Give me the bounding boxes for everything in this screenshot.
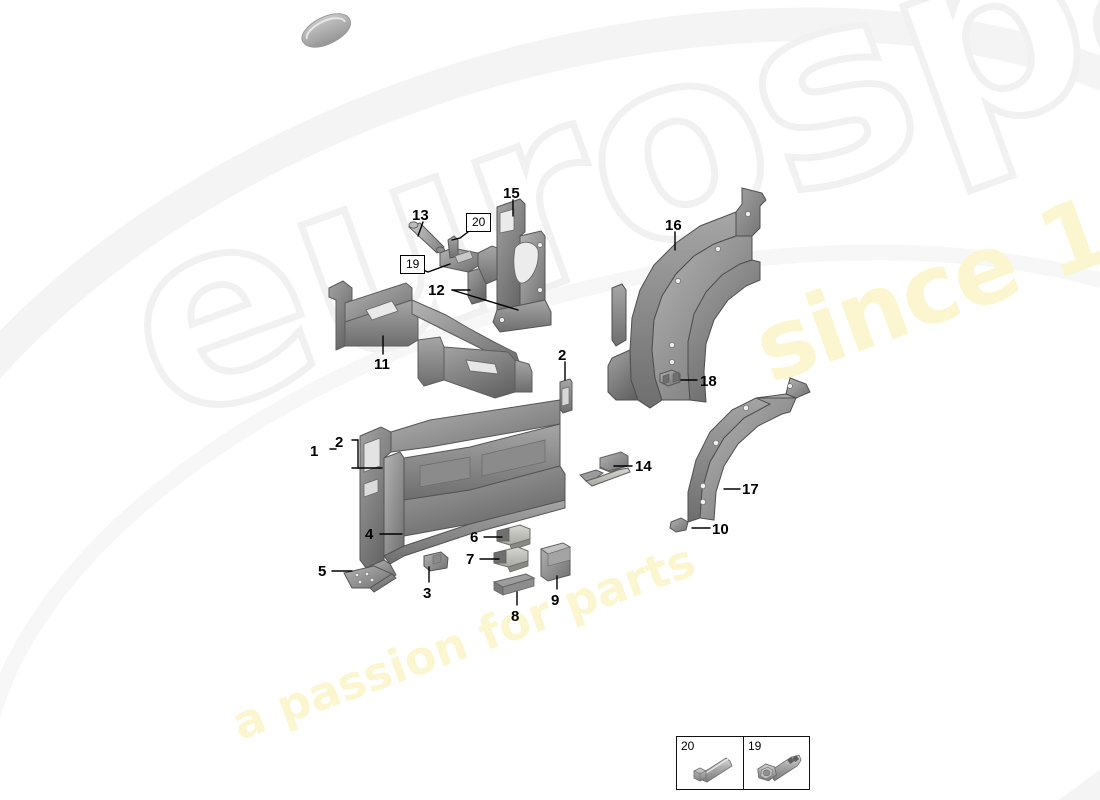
legend-number-19: 19 — [748, 739, 762, 753]
part-16-inner-wheel-arch-panel — [607, 187, 767, 409]
fastener-legend: 20 19 — [676, 736, 810, 790]
part-13-tubular-strut — [408, 221, 445, 254]
callout-5[interactable]: 5 — [318, 563, 327, 580]
callout-3[interactable]: 3 — [423, 585, 432, 602]
callout-2-group[interactable]: 2 — [335, 434, 344, 451]
callout-14[interactable]: 14 — [635, 458, 652, 475]
part-12-mounting-bracket — [439, 235, 501, 305]
flange-bolt-icon — [757, 754, 802, 782]
callout-2-pillar[interactable]: 2 — [558, 347, 567, 364]
hex-bolt-icon — [693, 757, 733, 783]
callout-4[interactable]: 4 — [365, 526, 374, 543]
callout-6[interactable]: 6 — [470, 529, 479, 546]
part-14-long-strip-bracket — [579, 451, 631, 487]
part-6-spacer-block-upper — [496, 524, 531, 551]
part-3-small-bracket — [423, 551, 449, 572]
callout-9[interactable]: 9 — [551, 592, 560, 609]
callout-7[interactable]: 7 — [466, 551, 475, 568]
legend-number-20: 20 — [681, 739, 695, 753]
callout-10[interactable]: 10 — [712, 521, 729, 538]
leader-lines — [329, 199, 741, 606]
callout-19-boxed[interactable]: 19 — [400, 255, 426, 274]
part-2-a-pillar-reinforcement-small — [559, 378, 573, 414]
part-8-flat-pad — [492, 573, 536, 596]
callout-13[interactable]: 13 — [412, 207, 429, 224]
callout-11[interactable]: 11 — [374, 356, 390, 373]
part-15-pillar-bracket-panel — [492, 198, 552, 333]
callout-8[interactable]: 8 — [511, 608, 520, 625]
legend-item-20[interactable]: 20 — [677, 737, 743, 789]
callout-15[interactable]: 15 — [503, 185, 520, 202]
legend-item-19[interactable]: 19 — [743, 737, 809, 789]
part-5-corner-reinforcement-plate — [343, 565, 397, 593]
part-17-wheel-arch-reinforcement — [687, 377, 811, 523]
part-1-body-side-assembly — [359, 399, 566, 581]
callout-17[interactable]: 17 — [742, 481, 759, 498]
part-10-small-clip — [669, 517, 689, 533]
part-9-curved-cover-cap — [540, 542, 571, 582]
callout-12[interactable]: 12 — [428, 282, 445, 299]
callout-1[interactable]: 1 — [310, 443, 319, 460]
part-7-spacer-block-lower — [493, 546, 529, 573]
trim-cap-part — [301, 13, 352, 48]
part-18-small-tab-bracket — [659, 369, 681, 387]
part-11-front-cross-member — [328, 280, 533, 399]
callout-18[interactable]: 18 — [700, 373, 717, 390]
callout-20-boxed[interactable]: 20 — [466, 213, 492, 232]
callout-16[interactable]: 16 — [665, 217, 682, 234]
